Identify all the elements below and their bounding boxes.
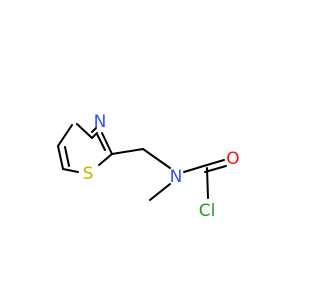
bond-c-o-double xyxy=(206,159,225,166)
bond-c-o-double-2 xyxy=(204,165,227,173)
bond-c5-c4 xyxy=(76,123,93,139)
atom-s: S xyxy=(83,164,94,184)
bond-c2-ch2 xyxy=(111,148,144,155)
chemical-structure: N S N O Cl xyxy=(57,112,240,221)
bond-s1-c2 xyxy=(98,153,113,166)
bond-n-methyl xyxy=(149,183,171,201)
atom-n-ring: N xyxy=(94,112,107,132)
bond-c2-n3 xyxy=(101,132,113,155)
atom-o: O xyxy=(226,149,239,169)
bond-n-carbonyl xyxy=(183,164,208,173)
bond-c4-n3-double xyxy=(91,127,97,133)
atom-cl: Cl xyxy=(199,201,216,221)
bond-ch2-n xyxy=(142,148,171,169)
bond-n3-c4 xyxy=(57,124,73,147)
bond-c2-n3-inner xyxy=(96,133,106,151)
atom-n-amine: N xyxy=(170,167,183,187)
bond-c4-c5-double xyxy=(57,145,64,170)
bond-c5-s1 xyxy=(62,168,79,173)
bond-c-cl xyxy=(206,167,209,199)
bond-c4-c5-double-inner xyxy=(64,146,70,167)
